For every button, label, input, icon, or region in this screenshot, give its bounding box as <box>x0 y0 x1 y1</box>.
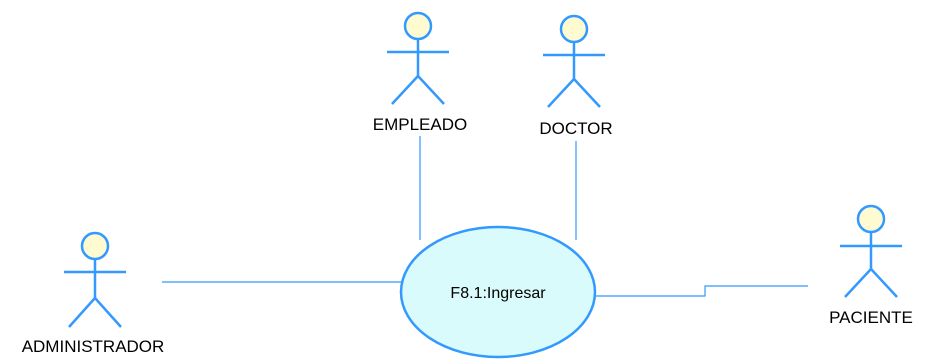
actor-head <box>559 14 589 44</box>
actor-paciente[interactable] <box>840 204 902 298</box>
actor-head <box>80 231 110 261</box>
actor-head <box>403 11 433 41</box>
use-case-ingresar[interactable]: F8.1:Ingresar <box>399 225 597 359</box>
actor-label-administrador: ADMINISTRADOR <box>22 337 165 356</box>
association-paciente <box>594 285 808 297</box>
actor-label-paciente: PACIENTE <box>829 308 913 327</box>
actor-label-empleado: EMPLEADO <box>373 115 467 134</box>
actor-label-doctor: DOCTOR <box>539 119 612 138</box>
actor-administrador[interactable] <box>64 231 126 328</box>
use-case-ellipse <box>399 225 597 359</box>
actor-right-leg <box>94 297 122 328</box>
actor-left-leg <box>844 268 872 298</box>
actor-empleado[interactable] <box>387 11 449 105</box>
use-case-label: F8.1:Ingresar <box>450 285 546 302</box>
actor-right-leg <box>417 75 445 105</box>
associations <box>162 136 808 297</box>
actor-left-leg <box>391 75 419 105</box>
actor-right-leg <box>573 78 601 108</box>
actor-doctor[interactable] <box>543 14 605 108</box>
actor-head <box>856 204 886 234</box>
actor-left-leg <box>547 78 575 108</box>
actor-left-leg <box>68 297 96 328</box>
actor-right-leg <box>870 268 898 298</box>
